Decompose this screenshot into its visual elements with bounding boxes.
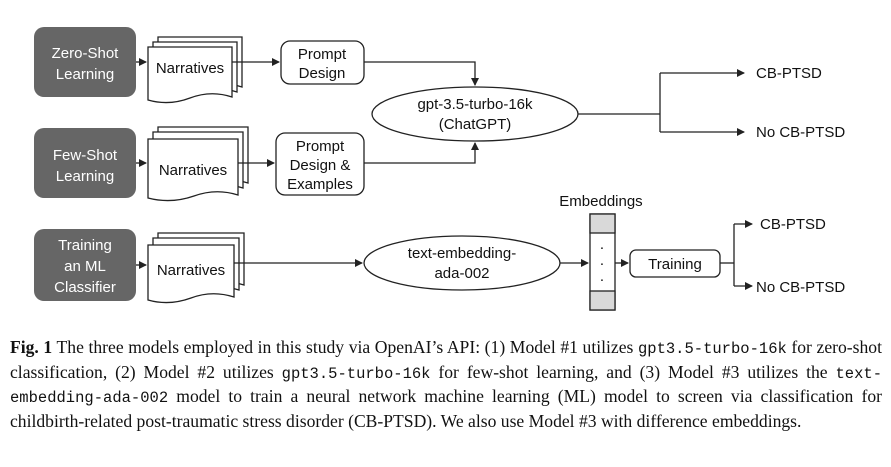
narratives-label: Narratives [156, 60, 224, 77]
method-label-line: an ML [64, 258, 106, 275]
output-no-cb-ptsd: No CB-PTSD [756, 124, 845, 141]
caption-code: text-embedding-ada-002 [10, 364, 883, 408]
figure-caption: Fig. 1 The three models employed in this… [10, 336, 882, 432]
training-label: Training [648, 256, 702, 273]
method-label-line: Few-Shot [53, 147, 118, 164]
figure-label: Fig. 1 [10, 337, 53, 357]
method-label-line: Zero-Shot [52, 45, 120, 62]
embedding-model-label: text-embedding- [408, 245, 516, 262]
method-label-line: Training [58, 237, 112, 254]
prompt-label-line: Design & [290, 157, 351, 174]
prompt-label-line: Design [299, 65, 346, 82]
caption-code: gpt3.5-turbo-16k [637, 340, 787, 358]
method-box-zero-shot: Zero-Shot Learning [34, 27, 136, 97]
prompt-label-line: Prompt [296, 138, 345, 155]
method-label-line: Learning [56, 168, 114, 185]
embeddings-label: Embeddings [559, 193, 642, 210]
narratives-stack-2: Narratives [147, 126, 249, 202]
prompt-label-line: Prompt [298, 46, 347, 63]
method-label-line: Learning [56, 66, 114, 83]
method-box-training: Training an ML Classifier [34, 229, 136, 301]
narratives-stack-1: Narratives [147, 36, 243, 104]
embedding-dot: . [600, 236, 604, 253]
pipeline-diagram: Zero-Shot Learning Few-Shot Learning Tra… [34, 27, 845, 311]
output-cb-ptsd: CB-PTSD [760, 216, 826, 233]
narratives-label: Narratives [157, 262, 225, 279]
embedding-model-node: text-embedding- ada-002 [363, 235, 561, 291]
prompt-design-box: Prompt Design [280, 40, 365, 85]
embedding-model-label: ada-002 [434, 265, 489, 282]
gpt-model-label: gpt-3.5-turbo-16k [417, 96, 533, 113]
output-no-cb-ptsd: No CB-PTSD [756, 279, 845, 296]
training-box: Training [629, 249, 721, 278]
embedding-dot: . [600, 252, 604, 269]
method-label-line: Classifier [54, 279, 116, 296]
method-box-few-shot: Few-Shot Learning [34, 128, 136, 198]
prompt-label-line: Examples [287, 176, 353, 193]
output-cb-ptsd: CB-PTSD [756, 65, 822, 82]
gpt-model-node: gpt-3.5-turbo-16k (ChatGPT) [371, 86, 579, 142]
narratives-stack-3: Narratives [147, 232, 245, 304]
caption-text: The three models employed in this study … [52, 337, 638, 357]
connectors [136, 58, 753, 290]
caption-text: for few-shot learning, and (3) Model #3 … [430, 361, 836, 382]
caption-text: for zero-shot classification, (2) Model … [10, 337, 882, 382]
narratives-label: Narratives [159, 162, 227, 179]
caption-text: model to train a neural network machine … [10, 386, 882, 431]
embedding-dot: . [600, 268, 604, 285]
embeddings-vector: Embeddings . . . [559, 193, 643, 311]
prompt-design-examples-box: Prompt Design & Examples [275, 132, 365, 196]
caption-code: gpt3.5-turbo-16k [281, 364, 431, 383]
gpt-model-label: (ChatGPT) [439, 116, 512, 133]
